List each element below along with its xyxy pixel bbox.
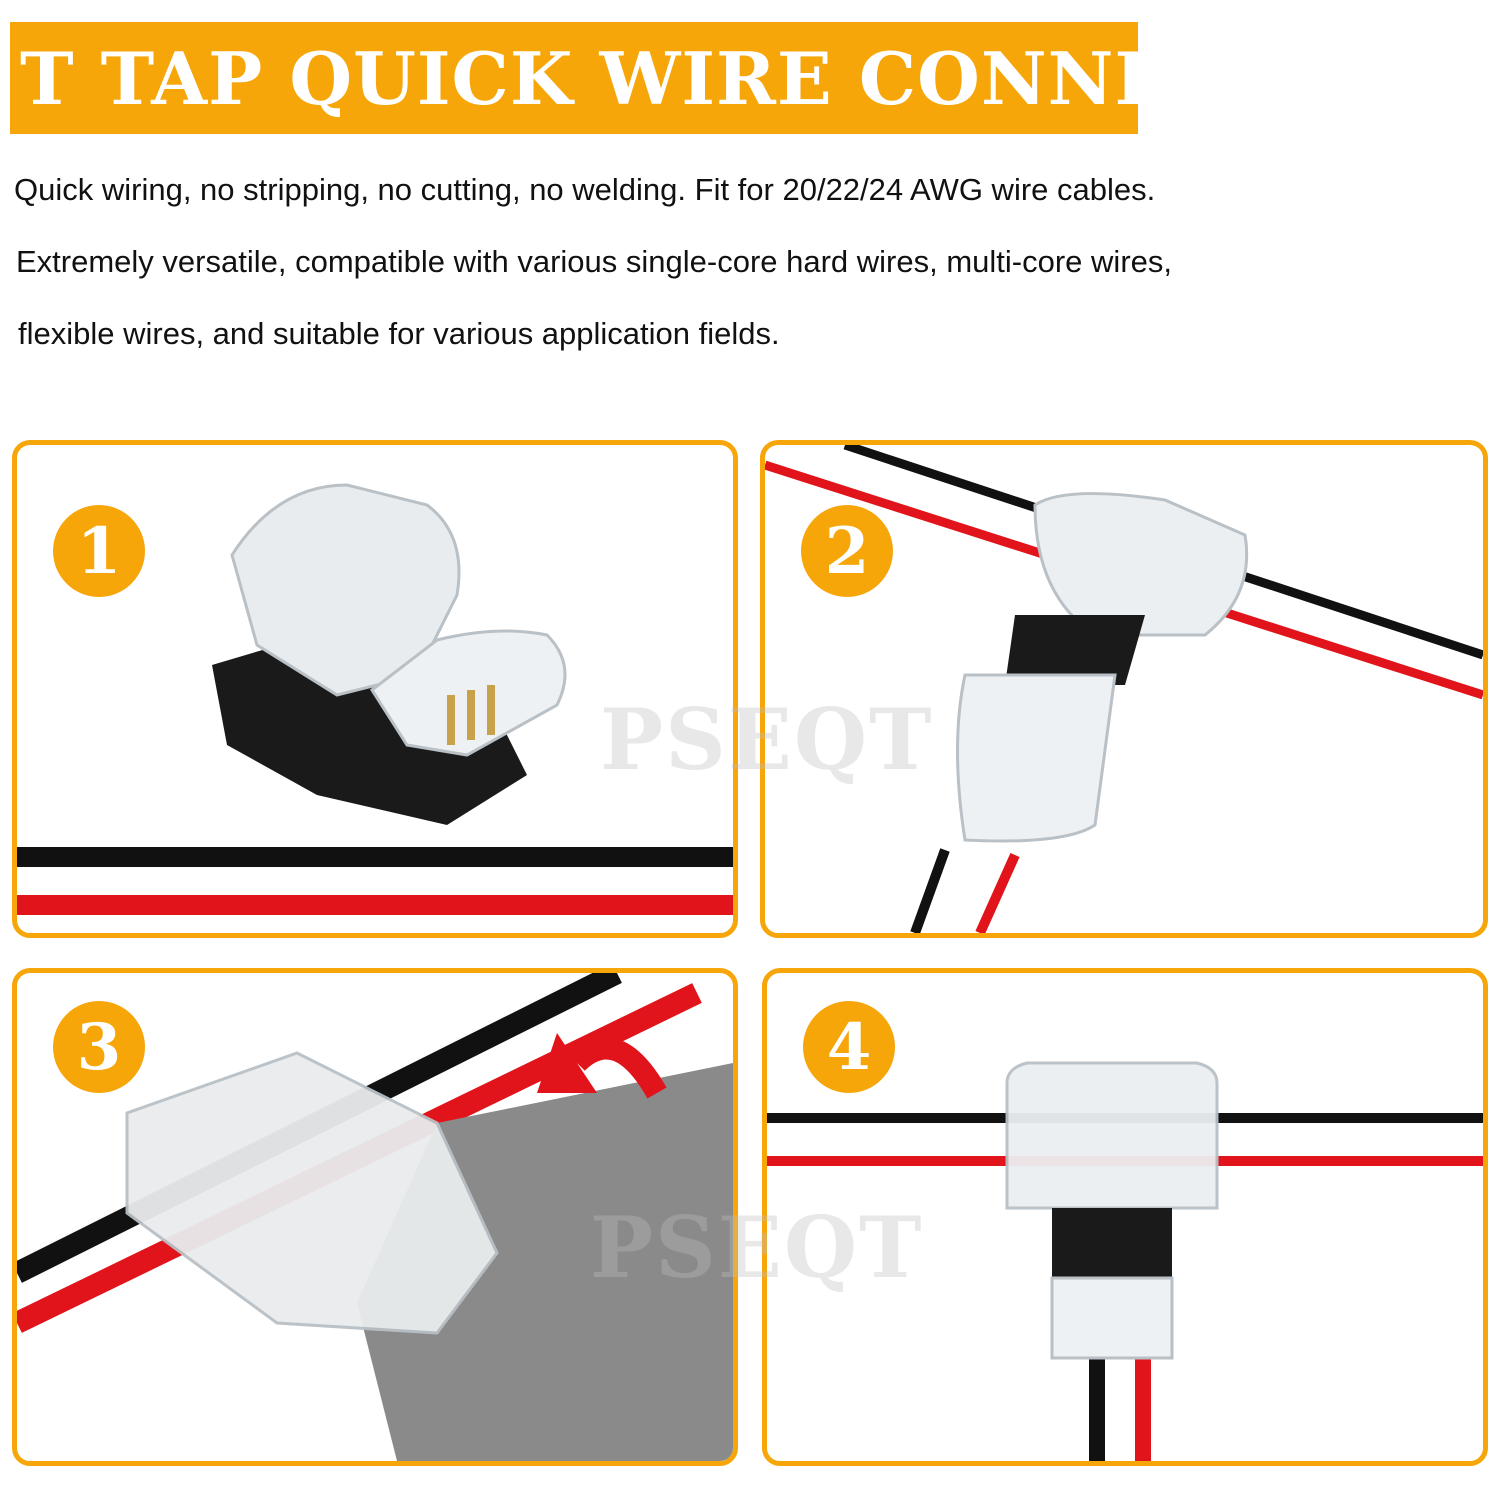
step-4-panel: 4 <box>762 968 1488 1466</box>
connector-lower <box>956 673 1117 843</box>
step-1-panel: 1 <box>12 440 738 938</box>
step-1-badge: 1 <box>53 505 145 597</box>
black-tap-wire <box>910 848 950 933</box>
step-4-illustration <box>767 1061 1483 1461</box>
connector-body <box>230 483 461 697</box>
step-3-illustration <box>17 973 733 1461</box>
press-arrow <box>569 1037 667 1099</box>
red-tap-wire <box>975 852 1020 933</box>
arrow-head <box>537 1033 597 1093</box>
connector-band <box>1005 615 1145 685</box>
step-3-panel: 3 <box>12 968 738 1466</box>
description-line-3: flexible wires, and suitable for various… <box>18 316 780 351</box>
connector-base <box>212 625 527 825</box>
connector-band <box>1052 1208 1172 1278</box>
step-2-badge: 2 <box>801 505 893 597</box>
connector-body <box>125 1051 499 1335</box>
connector-lower <box>1050 1276 1174 1360</box>
description-line-1: Quick wiring, no stripping, no cutting, … <box>14 172 1156 207</box>
connector-body <box>1005 1061 1219 1210</box>
description-line-2: Extremely versatile, compatible with var… <box>16 244 1172 279</box>
step-1-illustration <box>17 483 733 915</box>
step-3-badge: 3 <box>53 1001 145 1093</box>
step-2-illustration <box>765 445 1483 933</box>
title-banner: T TAP QUICK WIRE CONNECTOR <box>10 22 1407 134</box>
connector-body <box>1033 492 1249 637</box>
step-4-badge: 4 <box>803 1001 895 1093</box>
page-title: T TAP QUICK WIRE CONNECTOR <box>20 35 1408 121</box>
step-2-panel: 2 <box>760 440 1488 938</box>
